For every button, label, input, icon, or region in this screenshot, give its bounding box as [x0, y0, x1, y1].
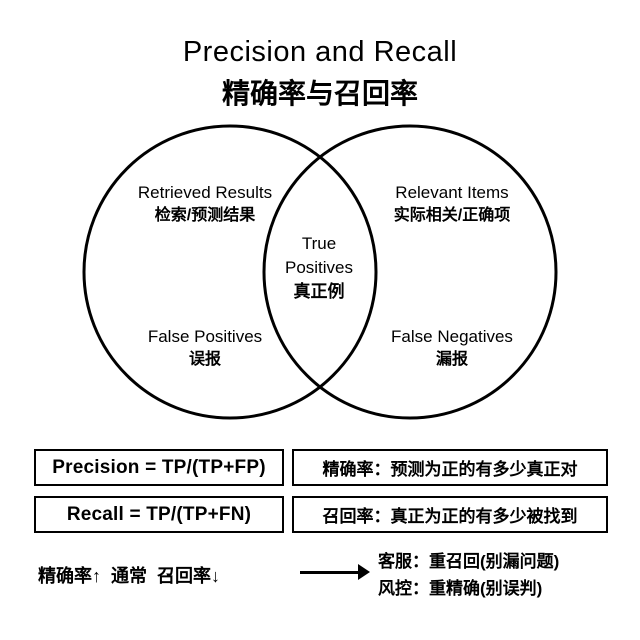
true-positives-zh: 真正例: [293, 281, 345, 301]
true-positives-line2: Positives: [284, 257, 354, 277]
label-relevant-items: Relevant Items 实际相关/正确项: [342, 182, 562, 227]
precision-formula-box: Precision = TP/(TP+FP): [34, 449, 284, 486]
true-positives-line1: True: [301, 234, 337, 253]
tradeoff-example-service: 客服：重召回(别漏问题): [378, 552, 560, 571]
retrieved-results-en: Retrieved Results: [137, 183, 273, 202]
label-true-positives: True Positives 真正例: [255, 232, 383, 303]
right-circle: [262, 124, 558, 420]
false-negatives-en: False Negatives: [391, 327, 513, 346]
tradeoff-example-risk: 风控：重精确(别误判): [378, 579, 543, 599]
recall-formula: Recall = TP/(TP+FN): [66, 503, 252, 525]
recall-formula-box: Recall = TP/(TP+FN): [34, 496, 284, 533]
precision-formula: Precision = TP/(TP+FP): [52, 456, 266, 478]
tradeoff-statement: 精确率↑ 通常 召回率↓: [38, 566, 221, 586]
precision-explanation-box: 精确率：预测为正的有多少真正对: [292, 449, 608, 486]
label-false-negatives: False Negatives 漏报: [342, 326, 562, 371]
precision-explanation: 精确率：预测为正的有多少真正对: [322, 460, 578, 479]
recall-explanation-box: 召回率：真正为正的有多少被找到: [292, 496, 608, 533]
tradeoff-examples: 客服：重召回(别漏问题) 风控：重精确(别误判): [378, 548, 628, 602]
page-title-en: Precision and Recall: [182, 36, 458, 68]
page-title-zh: 精确率与召回率: [221, 78, 418, 109]
recall-explanation: 召回率：真正为正的有多少被找到: [322, 507, 578, 526]
relevant-items-en: Relevant Items: [395, 183, 509, 202]
label-false-positives: False Positives 误报: [95, 326, 315, 371]
label-retrieved-results: Retrieved Results 检索/预测结果: [95, 182, 315, 227]
false-negatives-zh: 漏报: [435, 350, 468, 368]
false-positives-zh: 误报: [188, 350, 221, 368]
arrow-right-icon: [300, 571, 362, 574]
arrow-right-head-icon: [358, 564, 370, 580]
relevant-items-zh: 实际相关/正确项: [393, 206, 511, 224]
retrieved-results-zh: 检索/预测结果: [154, 206, 256, 224]
false-positives-en: False Positives: [147, 327, 263, 346]
left-circle: [82, 124, 378, 420]
